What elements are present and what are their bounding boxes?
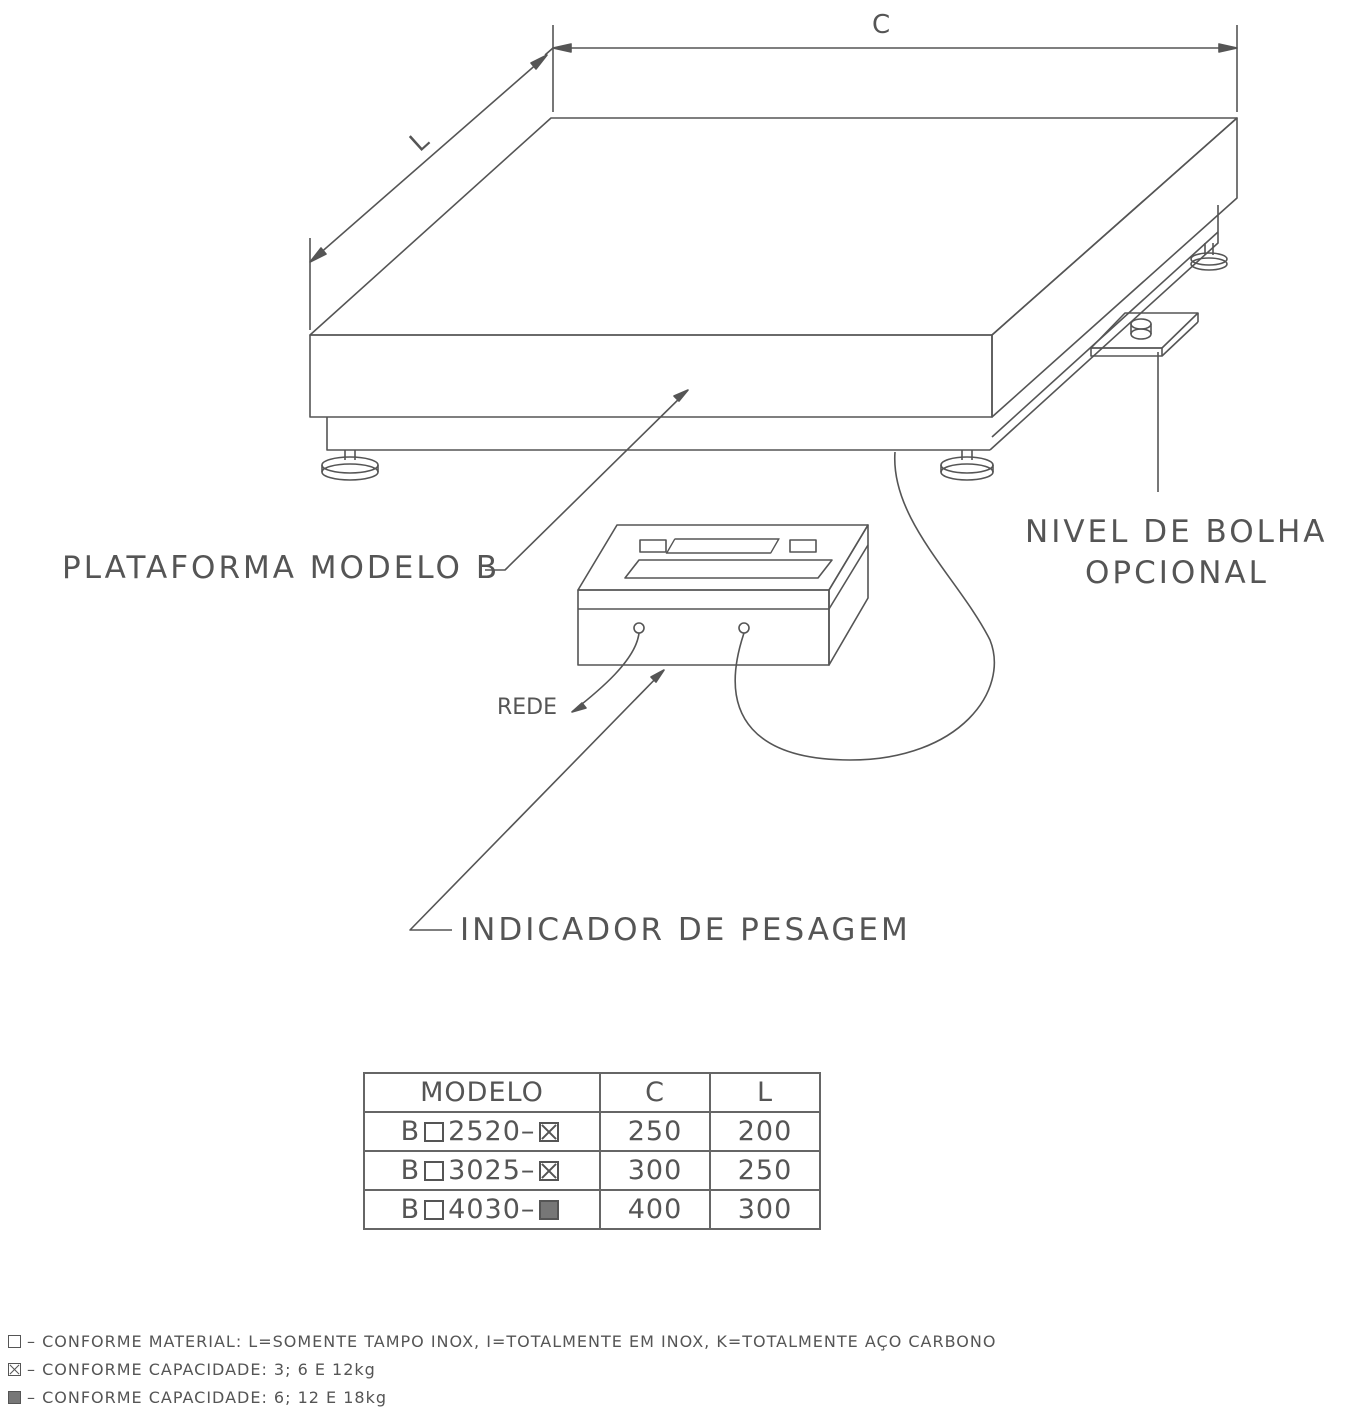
- header-c: C: [599, 1072, 711, 1113]
- open-box-icon: [424, 1122, 445, 1142]
- dim-c-arrow-left: [552, 43, 572, 53]
- header-modelo: MODELO: [363, 1072, 601, 1113]
- crossed-box-icon: [539, 1161, 560, 1181]
- dim-c-label: C: [872, 10, 894, 40]
- base-frame: [326, 417, 990, 451]
- platform-right: [991, 117, 1238, 418]
- note-capacity-2: – CONFORME CAPACIDADE: 6; 12 E 18kg: [8, 1384, 996, 1412]
- l-cell: 300: [709, 1189, 821, 1230]
- crossed-box-icon: [539, 1122, 560, 1142]
- c-cell: 300: [599, 1150, 711, 1191]
- open-box-icon: [424, 1161, 445, 1181]
- base-frame-side: [989, 205, 1219, 451]
- filled-box-icon: [8, 1391, 21, 1404]
- nivel-label-line1: NIVEL DE BOLHA: [1025, 514, 1328, 550]
- note-material: – CONFORME MATERIAL: L=SOMENTE TAMPO INO…: [8, 1328, 996, 1356]
- dim-l-ext-top: [544, 47, 554, 56]
- open-box-icon: [424, 1200, 445, 1220]
- indicador-leader: [409, 669, 665, 931]
- header-l: L: [709, 1072, 821, 1113]
- filled-box-icon: [539, 1200, 560, 1220]
- l-cell: 200: [709, 1111, 821, 1152]
- rede-label: REDE: [497, 695, 558, 720]
- l-cell: 250: [709, 1150, 821, 1191]
- open-box-icon: [8, 1335, 21, 1348]
- c-cell: 400: [599, 1189, 711, 1230]
- foot-left: [321, 450, 379, 481]
- dim-l-arrow-bottom: [309, 247, 327, 263]
- crossed-box-icon: [8, 1363, 21, 1376]
- dim-l-arrow-top: [530, 54, 548, 70]
- dim-c-arrow-right: [1218, 43, 1238, 53]
- dim-l-line: [309, 54, 548, 263]
- foot-back: [1190, 243, 1228, 271]
- plataforma-leader: [485, 389, 689, 571]
- plataforma-label: PLATAFORMA MODELO B: [62, 550, 501, 586]
- bubble-level: [1090, 312, 1199, 492]
- indicator-drawing: [577, 524, 869, 666]
- platform-cable: [734, 451, 996, 761]
- platform-front: [309, 334, 993, 418]
- nivel-label-line2: OPCIONAL: [1085, 555, 1269, 591]
- table-header-row: MODELO C L: [363, 1072, 821, 1113]
- indicador-label: INDICADOR DE PESAGEM: [460, 912, 911, 948]
- platform-top: [309, 117, 1238, 336]
- foot-right: [940, 450, 994, 481]
- rede-cable: [571, 632, 640, 713]
- notes: – CONFORME MATERIAL: L=SOMENTE TAMPO INO…: [8, 1328, 996, 1412]
- note-capacity-1: – CONFORME CAPACIDADE: 3; 6 E 12kg: [8, 1356, 996, 1384]
- c-cell: 250: [599, 1111, 711, 1152]
